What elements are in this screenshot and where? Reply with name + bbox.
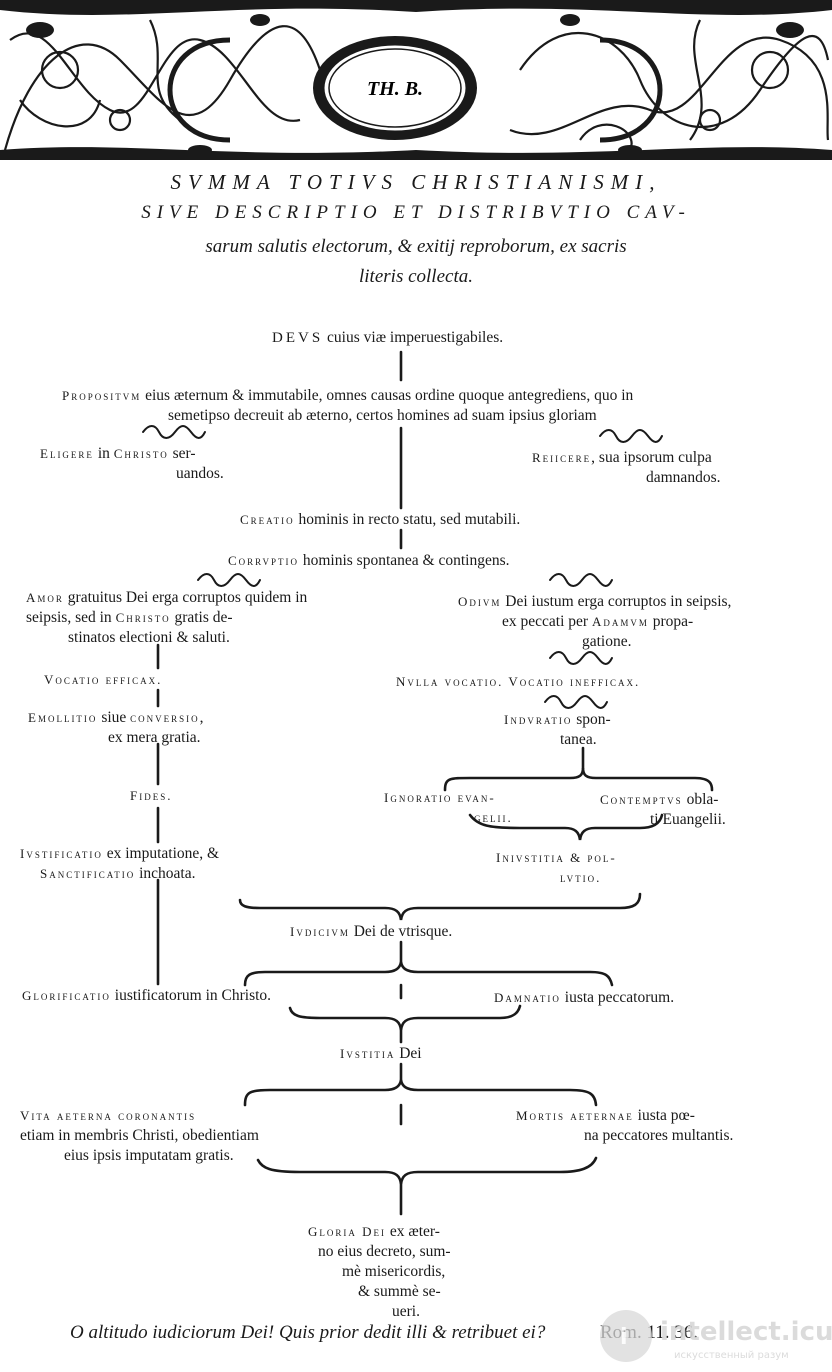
node-vocatio-efficax: Vocatio efficax. <box>44 672 163 687</box>
title-line-4: literis collecta. <box>359 266 473 287</box>
node-emollitio-line2: ex mera gratia. <box>108 729 201 746</box>
node-propositum-line2: semetipso decreuit ab æterno, certos hom… <box>168 407 597 424</box>
node-emollitio: Emollitio siue conversio, <box>28 709 204 726</box>
node-amor-line2: seipsis, sed in Christo gratis de- <box>26 609 233 626</box>
node-gloria-line5: ueri. <box>392 1303 420 1320</box>
watermark: i intellect.icu искусственный разум <box>600 1310 832 1362</box>
title-line-3: sarum salutis electorum, & exitij reprob… <box>205 236 627 257</box>
cartouche-text: TH. B. <box>367 78 423 100</box>
node-nulla-vocatio: Nvlla vocatio. Vocatio inefficax. <box>396 674 641 689</box>
watermark-subtitle: искусственный разум <box>674 1350 789 1361</box>
node-odium-line2: ex peccati per Adamvm propa- <box>502 613 694 630</box>
node-reiicere-line2: damnandos. <box>646 469 721 486</box>
node-propositum: Propositvm eius æternum & immutabile, om… <box>62 387 634 404</box>
footer-quote: O altitudo iudiciorum Dei! Quis prior de… <box>70 1322 546 1343</box>
node-amor-line3: stinatos electioni & saluti. <box>68 629 230 646</box>
node-reiicere: Reiicere, sua ipsorum culpa <box>532 449 712 466</box>
node-ignoratio: Ignoratio evan- <box>384 790 496 805</box>
node-deus: DEVS cuius viæ imperuestigabiles. <box>272 329 504 346</box>
node-eligere: Eligere in Christo ser- <box>40 445 196 462</box>
node-gloria: Gloria Dei ex æter- <box>308 1223 440 1240</box>
node-contemptus: Contemptvs obla- <box>600 791 719 808</box>
node-damnatio: Damnatio iusta peccatorum. <box>494 989 675 1006</box>
node-odium: Odivm Dei iustum erga corruptos in seips… <box>458 593 732 610</box>
node-corruptio: Corrvptio hominis spontanea & contingens… <box>228 552 510 569</box>
title-line-2: SIVE DESCRIPTIO ET DISTRIBVTIO CAV- <box>141 202 691 223</box>
node-iustitia: Ivstitia Dei <box>340 1045 422 1062</box>
node-iniustitia-line2: lvtio. <box>560 870 602 885</box>
node-gloria-line2: no eius decreto, sum- <box>318 1243 451 1260</box>
node-contemptus-line2: ti Euangelii. <box>650 811 726 828</box>
node-mortis: Mortis aeternae iusta pœ- <box>516 1107 695 1124</box>
node-induratio: Indvratio spon- <box>504 711 611 728</box>
watermark-text: intellect.icu <box>660 1317 832 1347</box>
title-line-1: SVMMA TOTIVS CHRISTIANISMI, <box>170 170 662 194</box>
node-fides: Fides. <box>130 788 173 803</box>
node-gloria-line3: mè misericordis, <box>342 1263 446 1280</box>
node-glorificatio: Glorificatio iustificatorum in Christo. <box>22 987 272 1004</box>
node-iudicium: Ivdicivm Dei de vtrisque. <box>290 923 453 940</box>
watermark-logo-icon <box>600 1310 652 1362</box>
svg-text:i: i <box>620 1325 628 1350</box>
node-vita-line3: eius ipsis imputatam gratis. <box>64 1147 234 1164</box>
node-induratio-line2: tanea. <box>560 731 597 748</box>
node-gloria-line4: & summè se- <box>358 1283 441 1300</box>
node-creatio: Creatio hominis in recto statu, sed muta… <box>240 511 521 528</box>
node-vita-line2: etiam in membris Christi, obedientiam <box>20 1127 259 1144</box>
node-ignoratio-line2: gelii. <box>474 810 513 825</box>
node-sanctificatio: Sanctificatio inchoata. <box>40 865 196 882</box>
node-iniustitia: Inivstitia & pol- <box>496 850 617 865</box>
node-mortis-line2: na peccatores multantis. <box>584 1127 734 1144</box>
node-amor: Amor gratuitus Dei erga corruptos quidem… <box>26 589 308 606</box>
node-odium-line3: gatione. <box>582 633 632 650</box>
node-iustificatio: Ivstificatio ex imputatione, & <box>20 845 220 862</box>
node-eligere-line2: uandos. <box>176 465 224 482</box>
node-vita: Vita aeterna coronantis <box>20 1108 197 1123</box>
ornamental-header-banner: TH. B. <box>0 0 832 160</box>
